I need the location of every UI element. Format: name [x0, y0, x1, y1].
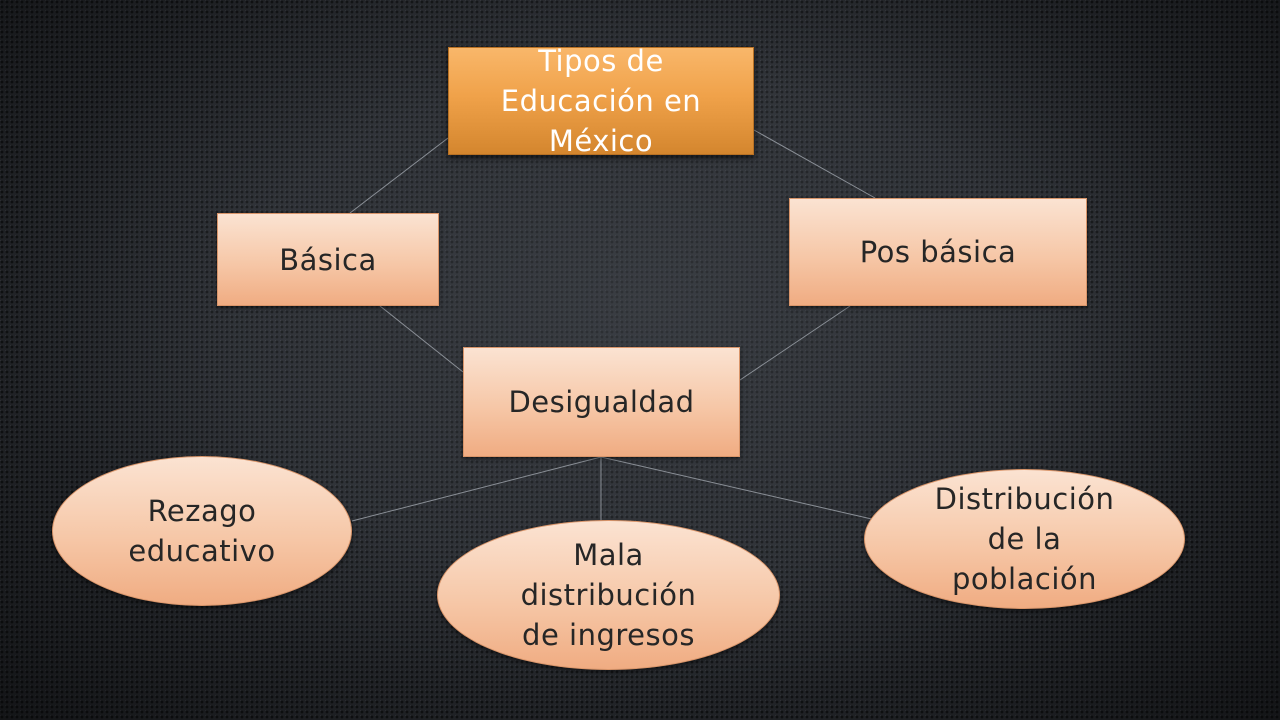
- connector-desigualdad-rezago: [351, 456, 602, 522]
- basica-node: Básica: [217, 213, 439, 306]
- root-node: Tipos de Educación en México: [448, 44, 754, 158]
- desigualdad-node-label: Desigualdad: [508, 385, 695, 419]
- connector-root-basica: [349, 137, 449, 214]
- distribucion-poblacion-node: Distribución de la población: [864, 469, 1185, 609]
- mala-distribucion-node-label: Mala distribución de ingresos: [520, 538, 697, 652]
- posbasica-node: Pos básica: [789, 198, 1087, 306]
- connector-root-posbasica: [753, 129, 876, 199]
- connector-posbasica-desigualdad: [739, 305, 851, 381]
- rezago-node-label: Rezago educativo: [128, 494, 276, 568]
- basica-node-label: Básica: [279, 242, 377, 277]
- distribucion-poblacion-node-label: Distribución de la población: [934, 482, 1115, 596]
- rezago-node: Rezago educativo: [52, 456, 352, 606]
- root-node-label: Tipos de Educación en México: [500, 44, 702, 158]
- connector-desigualdad-distribucion: [600, 456, 877, 521]
- desigualdad-node: Desigualdad: [463, 347, 740, 457]
- posbasica-node-label: Pos básica: [859, 235, 1017, 269]
- mala-distribucion-node: Mala distribución de ingresos: [437, 520, 780, 670]
- connector-basica-desigualdad: [379, 305, 464, 373]
